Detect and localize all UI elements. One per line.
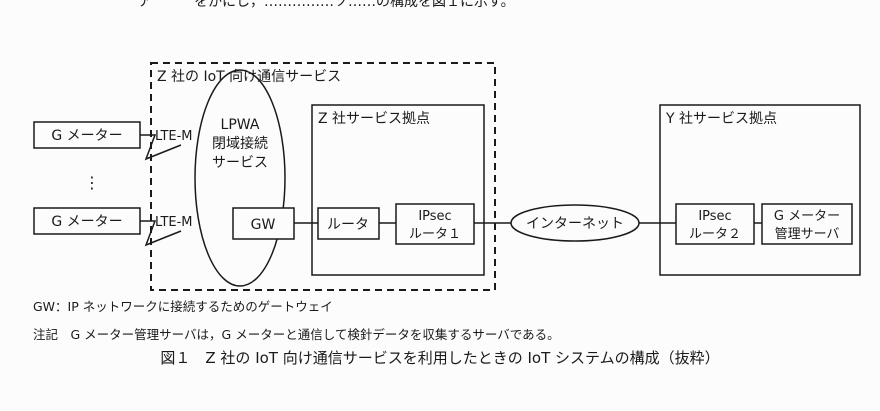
- figure-caption: 図１ Z 社の IoT 向け通信サービスを利用したときの IoT システムの構成…: [160, 349, 720, 367]
- lpwa-label-line3: サービス: [212, 155, 268, 171]
- ipsec-router-2-box: [675, 203, 755, 245]
- gw-label: GW: [251, 217, 276, 233]
- z-iot-service-label: Z 社の IoT 向け通信サービス: [157, 69, 341, 85]
- ipsec-router-1-line2: ルータ１: [409, 227, 461, 242]
- z-iot-service-zone: [150, 62, 496, 291]
- lte-m-link-bottom: [140, 220, 182, 247]
- z-service-base-label: Z 社サービス拠点: [318, 111, 430, 127]
- internet-label: インターネット: [526, 216, 624, 232]
- g-meter-mgmt-server-box: [761, 203, 853, 245]
- router-label: ルータ: [327, 217, 369, 233]
- g-meter-mgmt-server-line1: G メーター: [774, 209, 840, 224]
- y-service-base-label: Y 社サービス拠点: [665, 111, 777, 127]
- ipsec-router-2-line2: ルータ２: [689, 227, 741, 242]
- lpwa-label-line1: LPWA: [221, 117, 260, 133]
- g-meter-ellipsis: ⋮: [84, 173, 100, 192]
- diagram-note: 注記 G メーター管理サーバは，G メーターと通信して検針データを収集するサーバ…: [33, 327, 560, 342]
- lpwa-label-line2: 閉域接続: [212, 135, 268, 152]
- g-meter-bottom-label: G メーター: [51, 214, 122, 230]
- ipsec-router-2-line1: IPsec: [698, 209, 731, 224]
- lte-m-label-bottom: LTE-M: [155, 215, 193, 230]
- lpwa-closed-service-ellipse: [194, 69, 286, 287]
- lte-m-link-top: [140, 134, 182, 161]
- ipsec-router-1-box: [395, 203, 475, 245]
- g-meter-top-label: G メーター: [51, 128, 122, 144]
- network-diagram: ア をかにし，……………ソ……の構成を図１に示す。 Z 社の IoT 向け通信サ…: [33, 0, 861, 291]
- ipsec-router-1-line1: IPsec: [418, 209, 451, 224]
- z-service-base-box: [311, 104, 485, 276]
- top-text-fragment: ア をかにし，……………ソ……の構成を図１に示す。: [138, 0, 515, 10]
- lte-m-label-top: LTE-M: [155, 129, 193, 144]
- gw-legend-note: GW：IP ネットワークに接続するためのゲートウェイ: [33, 299, 333, 314]
- g-meter-mgmt-server-line2: 管理サーバ: [775, 227, 840, 242]
- y-service-base-box: [659, 104, 861, 276]
